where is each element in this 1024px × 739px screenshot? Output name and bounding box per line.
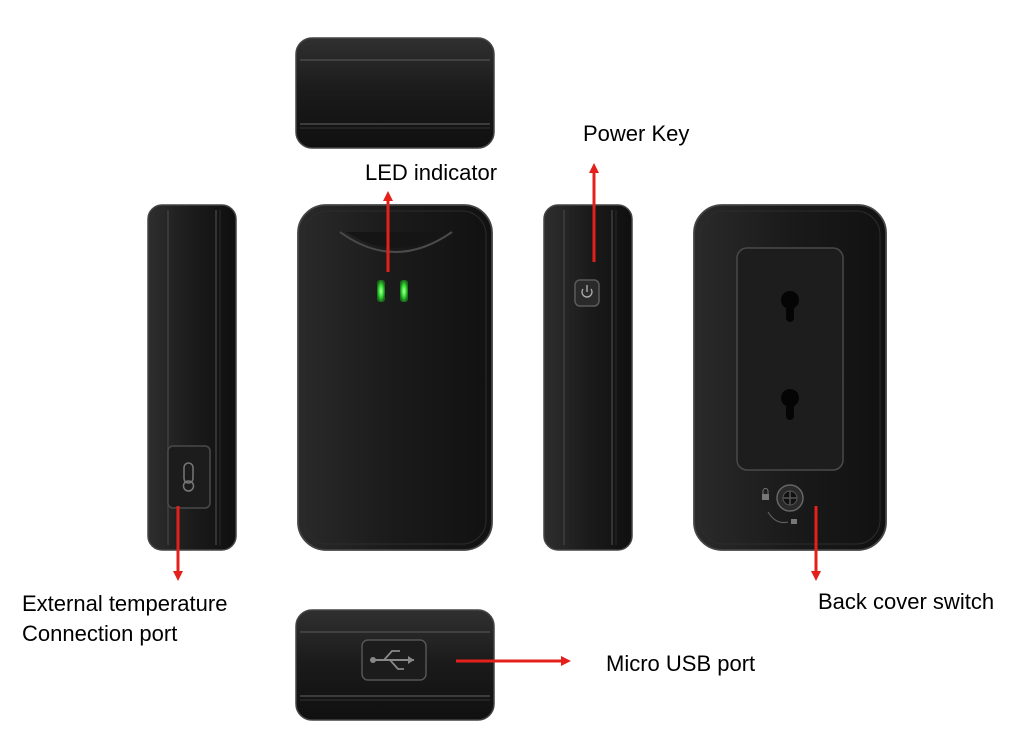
thermometer-icon: [182, 462, 195, 492]
power-icon: [581, 285, 593, 298]
back-cover-panel: [736, 247, 844, 471]
device-bottom-view: [295, 609, 495, 721]
device-top-view: [295, 37, 495, 149]
label-external-temperature: External temperature: [22, 591, 228, 616]
label-back-cover-switch: Back cover switch: [818, 589, 995, 614]
device-front-view: [297, 204, 493, 551]
keyhole-icon: [781, 291, 799, 322]
device-right-side-view: [543, 204, 633, 551]
device-left-side-view: [147, 204, 237, 551]
temperature-port-cover: [167, 445, 211, 509]
label-led-indicator: LED indicator: [365, 160, 498, 185]
back-cover-switch-knob: [776, 484, 804, 512]
unlock-icon: [791, 519, 797, 524]
device-back-view: [693, 204, 887, 551]
led-light-left: [377, 280, 385, 302]
usb-icon: [370, 650, 414, 670]
label-power-key: Power Key: [583, 121, 690, 146]
led-light-right: [400, 280, 408, 302]
power-key-button: [574, 279, 600, 307]
keyhole-icon: [781, 389, 799, 420]
label-connection-port: Connection port: [22, 621, 178, 646]
lock-icon: [762, 488, 769, 500]
label-micro-usb-port: Micro USB port: [606, 651, 756, 676]
